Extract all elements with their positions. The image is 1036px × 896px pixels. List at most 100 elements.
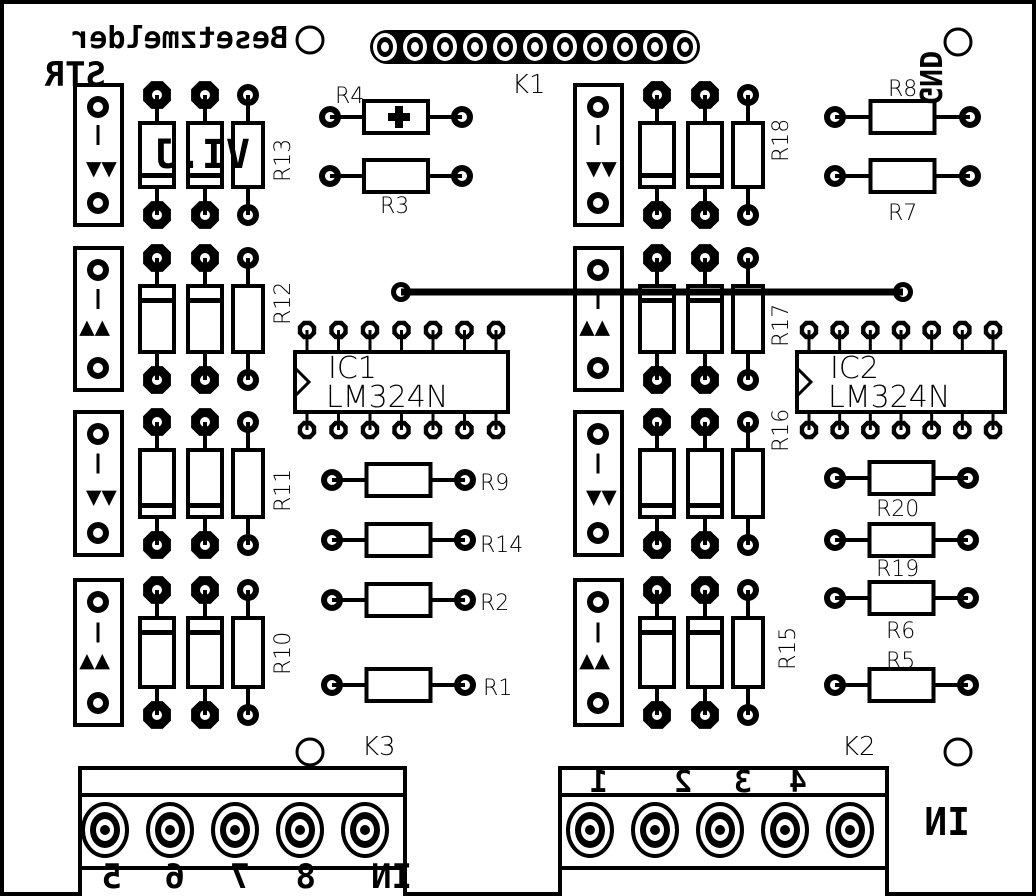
resistor-body xyxy=(364,667,433,703)
diode-body xyxy=(638,284,676,354)
resistor-body xyxy=(731,121,765,189)
k1-pin-hole xyxy=(561,42,569,52)
diode-body xyxy=(638,616,676,689)
led-arrow-icon: ▼▼ xyxy=(586,485,617,509)
k2-pin-label: 1 xyxy=(590,765,608,800)
ic1-name: IC1 xyxy=(328,351,377,386)
terminal-hole xyxy=(845,825,855,835)
k1-pin-hole xyxy=(621,42,629,52)
led-arrow-icon: ▼▼ xyxy=(579,652,610,676)
resistor-body xyxy=(364,522,433,558)
resistor-body xyxy=(731,284,765,354)
resistor-body xyxy=(731,448,765,519)
led-arrow-icon: ▼▼ xyxy=(79,318,110,342)
diode-cathode-band xyxy=(140,630,174,635)
drill-hole xyxy=(93,198,103,208)
drill-hole xyxy=(93,597,103,607)
board-title: Besetzmelder xyxy=(71,21,288,56)
k2-pin-label: 4 xyxy=(789,765,807,800)
resistor-label: R2 xyxy=(480,591,509,616)
resistor-label: R11 xyxy=(271,469,296,512)
diode-body xyxy=(138,616,176,689)
resistor-body xyxy=(868,158,937,194)
k2-in-label: IN xyxy=(924,800,970,844)
resistor-label: R19 xyxy=(876,557,919,582)
drill-hole xyxy=(93,429,103,439)
resistor-body xyxy=(231,448,265,519)
resistor-label: R16 xyxy=(769,409,794,452)
k2-pin-label: 3 xyxy=(734,765,752,800)
diode-cathode-band xyxy=(188,630,222,635)
resistor-body xyxy=(867,667,936,703)
k1-pin-hole xyxy=(591,42,599,52)
drill-hole xyxy=(93,698,103,708)
resistor-body xyxy=(867,460,936,496)
k2-pin-label: 2 xyxy=(674,765,692,800)
resistor-label: R8 xyxy=(888,77,917,102)
resistor-label: R20 xyxy=(876,497,919,522)
resistor-label: R17 xyxy=(769,304,794,347)
k1-label: K1 xyxy=(512,70,546,100)
drill-hole xyxy=(93,265,103,275)
k1-pin-hole xyxy=(681,42,689,52)
led-arrow-icon: ▼▼ xyxy=(86,485,117,509)
mounting-hole xyxy=(943,737,973,767)
resistor-label: R5 xyxy=(886,649,915,674)
drill-hole xyxy=(93,528,103,538)
k3-pin-label: 6 xyxy=(165,857,185,896)
diode-body xyxy=(138,284,176,354)
terminal-hole xyxy=(650,825,660,835)
diode-body xyxy=(686,284,724,354)
drill-hole xyxy=(593,597,603,607)
resistor-body xyxy=(231,616,265,689)
resistor-body xyxy=(868,99,937,135)
board-subtitle: STR xyxy=(44,55,106,95)
resistor-label: R12 xyxy=(271,282,296,325)
k1-pin-hole xyxy=(531,42,539,52)
k3-pin-label: 8 xyxy=(296,857,316,896)
drill-hole xyxy=(593,363,603,373)
terminal-hole xyxy=(165,825,175,835)
k1-pin-hole xyxy=(441,42,449,52)
resistor-label: R14 xyxy=(480,533,523,558)
k3-pin-label: 7 xyxy=(230,857,250,896)
resistor-label: R9 xyxy=(480,471,509,496)
diode-cathode-band xyxy=(188,173,222,178)
drill-hole xyxy=(593,429,603,439)
terminal-hole xyxy=(585,825,595,835)
k3-label: K3 xyxy=(362,732,396,762)
terminal-hole xyxy=(715,825,725,835)
ic2-part: LM324N xyxy=(828,380,950,415)
resistor-label: R1 xyxy=(483,676,512,701)
k1-pin-hole xyxy=(471,42,479,52)
drill-hole xyxy=(93,363,103,373)
k2-label: K2 xyxy=(842,732,876,762)
resistor-label: R15 xyxy=(776,627,801,670)
resistor-label: R7 xyxy=(888,201,917,226)
ic-notch xyxy=(795,366,814,398)
diode-cathode-band xyxy=(140,503,174,508)
diode-body xyxy=(186,616,224,689)
diode-cathode-band xyxy=(188,298,222,303)
diode-cathode-band xyxy=(688,298,722,303)
k3-pin-label: 5 xyxy=(102,857,122,896)
diode-body xyxy=(686,616,724,689)
diode-cathode-band xyxy=(640,630,674,635)
drill-hole xyxy=(593,198,603,208)
resistor-label: R18 xyxy=(769,119,794,162)
diode-cathode-band xyxy=(688,630,722,635)
diode-cathode-band xyxy=(140,173,174,178)
drill-hole xyxy=(593,528,603,538)
resistor-label: R6 xyxy=(886,619,915,644)
diode-cathode-band xyxy=(188,503,222,508)
ic-body xyxy=(795,350,1007,414)
resistor-label: R4 xyxy=(335,84,364,109)
drill-hole xyxy=(593,265,603,275)
ic1-part: LM324N xyxy=(326,380,448,415)
led-arrow-icon: ▼▼ xyxy=(586,156,617,180)
resistor-body xyxy=(731,616,765,689)
mounting-hole xyxy=(295,737,325,767)
k1-pin-hole xyxy=(381,42,389,52)
ic-notch xyxy=(293,366,312,398)
